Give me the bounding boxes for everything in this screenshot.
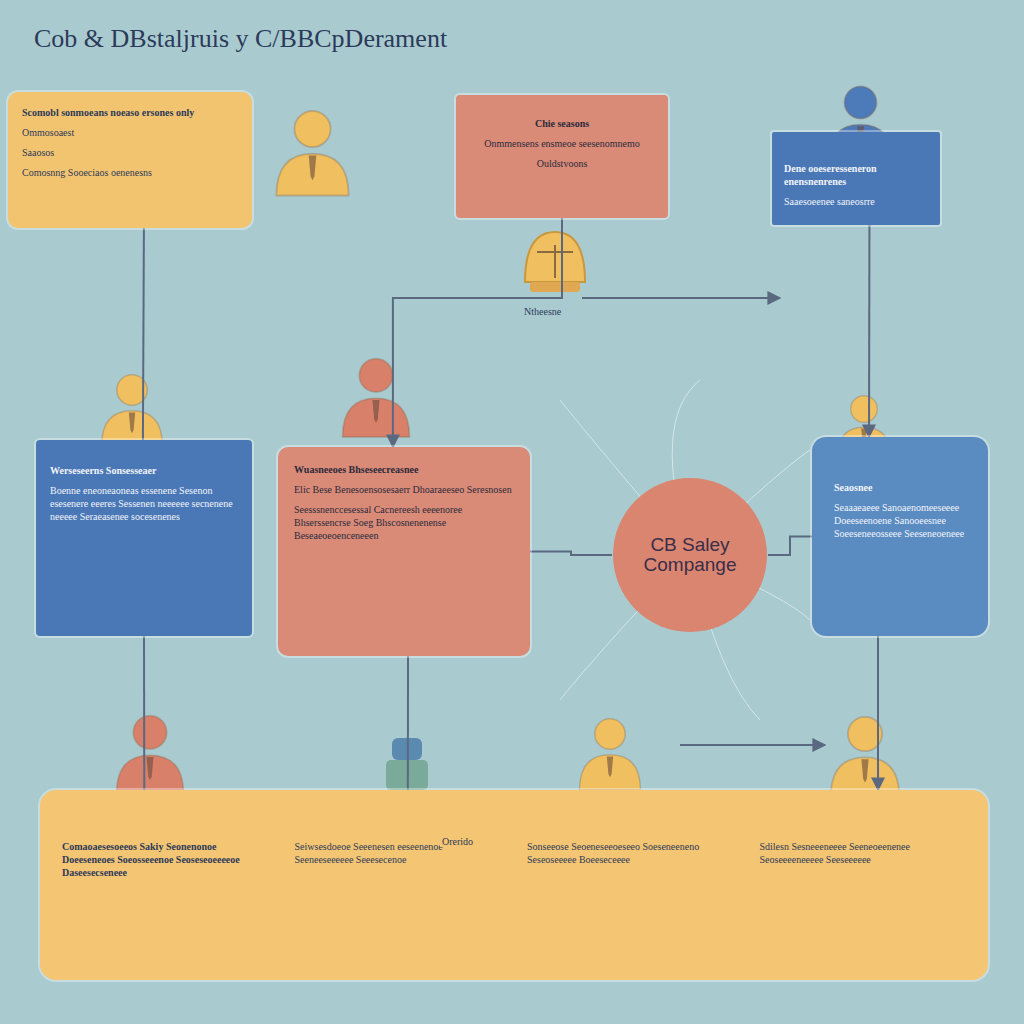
flow-arrow [680, 744, 825, 746]
box-heading: Werseseerns Sonsesseaer [50, 464, 238, 477]
person-icon [580, 719, 641, 790]
process-box: Dene ooeseresseneron enensnenrenesSaaeso… [772, 132, 940, 225]
box-body: Seaaaeaeee Sanoaenomeeseeee Doeeseenoene… [834, 501, 974, 540]
circle-text-wrap: CB Saley Compange [612, 477, 768, 633]
process-box: Chie seasonsOnmmensens ensmeoe seesenomn… [456, 95, 668, 218]
process-box: Scomobl sonmoeans noeaso ersones onlyOmm… [8, 92, 252, 228]
box-heading: Scomobl sonmoeans noeaso ersones only [22, 106, 238, 119]
box-body: Sdilesn Sesneeeneeee Seeneoeenenee Seose… [760, 840, 967, 879]
box-body: Seesssnenccesessal Cacnereesh eeeenoree … [294, 503, 514, 542]
connector [142, 228, 145, 440]
person-icon [831, 717, 899, 797]
box-body: Ommosoaest [22, 126, 238, 139]
person-icon [343, 359, 410, 437]
person-icon [117, 716, 184, 794]
connector [877, 636, 879, 790]
scales-icon [525, 232, 585, 292]
note-label: Orerido [440, 836, 475, 847]
circle-shape [613, 478, 767, 632]
box-heading: Seaosnee [834, 481, 974, 494]
connector [143, 636, 145, 790]
box-body: Elic Bese Benesoensosesaerr Dhoaraeeseo … [294, 483, 514, 496]
box-body: Boenne eneoneaoneas essenene Sesenon ese… [50, 484, 238, 523]
band-node: Comaoaesesoeeos Sakiy Seonenonoe Doeesen… [40, 790, 988, 980]
box-heading: Dene ooeseresseneron enensnenrenes [784, 162, 928, 188]
connector [868, 225, 870, 437]
connector [407, 656, 409, 790]
flow-arrow [582, 297, 780, 299]
person-icon [276, 111, 348, 196]
circle-label: CB Saley Compange [638, 535, 742, 575]
scales-post [554, 245, 556, 278]
person-icon [102, 375, 163, 446]
scales-beam [537, 251, 573, 253]
box-body: Comosnng Sooeciaos oenenesns [22, 166, 238, 179]
band-columns: Comaoaesesoeeos Sakiy Seonenonoe Doeesen… [62, 840, 966, 886]
box-heading: Wuasneeoes Bhseseecreasnee [294, 463, 514, 476]
box-body: Saaesoeenee saneosrre [784, 195, 928, 208]
box-body: Sonseeose Seoeneseeoeseeo Soeseneeneno S… [527, 840, 734, 879]
box-heading: Chie seasons [470, 117, 654, 130]
process-box: SeaosneeSeaaaeaeee Sanoaenomeeseeee Doee… [812, 437, 988, 636]
radiating-lines [560, 380, 810, 720]
connector [393, 218, 562, 447]
box-heading: Comaoaesesoeeos Sakiy Seonenonoe Doeesen… [62, 840, 269, 879]
connector [530, 552, 612, 556]
note-label: Ntheesne [522, 306, 563, 317]
circle-node: CB Saley Compange [612, 477, 768, 633]
process-box: Werseseerns SonsesseaerBoenne eneoneaone… [36, 440, 252, 636]
scales-dome [525, 232, 585, 282]
diagram-title: Cob & DBstaljruis y C/BBCpDerament [34, 24, 447, 54]
process-box: Wuasneeoes BhseseecreasneeElic Bese Bene… [278, 447, 530, 656]
scales-base [530, 282, 580, 292]
box-body: Ouldstvoons [470, 157, 654, 170]
connector [768, 537, 812, 556]
box-body: Saaosos [22, 146, 238, 159]
box-body: Onmmensens ensmeoe seesenomnemo [470, 137, 654, 150]
